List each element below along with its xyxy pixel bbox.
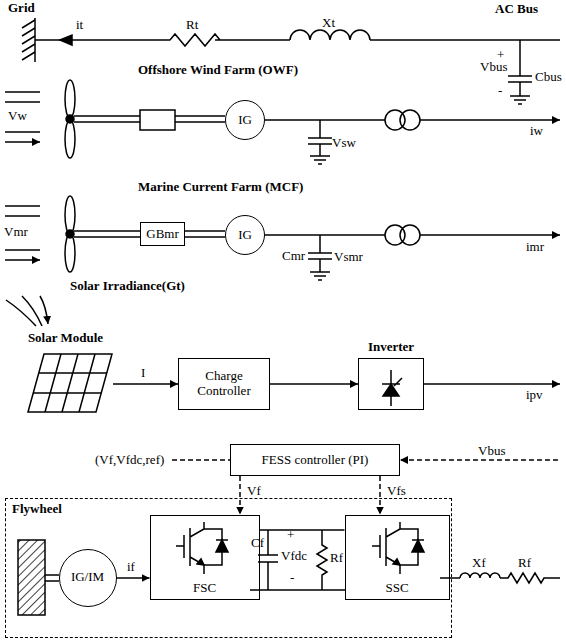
text-label: it — [76, 18, 83, 32]
connector — [379, 476, 381, 515]
text-label: Xt — [322, 16, 335, 30]
text-label: (Vf,Vfdc,ref) — [95, 453, 164, 467]
text-label: Cbus — [535, 70, 562, 84]
text-label: Vbus — [478, 444, 505, 458]
text-label: Rf — [518, 556, 531, 570]
text-label: Vbus — [480, 60, 507, 74]
machine-circle: IG — [225, 100, 265, 140]
process-box: FESS controller (PI) — [230, 444, 400, 476]
node-text: SSC — [346, 581, 449, 596]
text-label: ipv — [526, 388, 543, 402]
edge-label: I — [140, 366, 146, 380]
node-text: IG/IM — [71, 570, 104, 585]
text-label: Cmr — [282, 249, 305, 263]
text-label: Rt — [186, 18, 198, 32]
text-label: Marine Current Farm (MCF) — [138, 180, 303, 194]
node-text: FSC — [151, 581, 259, 596]
text-label: Grid — [8, 1, 35, 15]
connector — [239, 476, 241, 515]
node-text: Flywheel — [12, 502, 62, 517]
text-label: Cf — [251, 536, 264, 550]
text-label: Rf — [330, 551, 343, 565]
text-label: + — [287, 528, 294, 542]
node-text: Inverter — [329, 340, 453, 355]
text-label: - — [498, 84, 502, 98]
edge-label: if — [126, 560, 136, 574]
process-box: GBmr — [140, 222, 185, 246]
connector — [185, 231, 225, 237]
connector — [117, 577, 150, 579]
text-label: Offshore Wind Farm (OWF) — [138, 63, 298, 77]
text-label: Vsw — [332, 136, 356, 150]
dashed-enclosure: FlywheelIG/IM FSC SSC — [5, 498, 452, 638]
connector — [260, 529, 345, 531]
text-label: Solar Irradiance(Gt) — [70, 279, 185, 293]
text-label: Vsmr — [334, 250, 363, 264]
node-text: Charge Controller — [181, 369, 267, 399]
text-label: imr — [526, 240, 544, 254]
machine-circle: IG/IM — [59, 549, 117, 607]
text-label: Vfdc — [281, 549, 307, 563]
machine-circle: IG — [225, 215, 265, 255]
node-text: IG — [238, 228, 252, 243]
text-label: iw — [530, 124, 543, 138]
text-label: Xf — [472, 556, 486, 570]
node-text: GBmr — [146, 227, 179, 242]
text-label: Vw — [8, 109, 27, 123]
node-text: Solar Module — [0, 331, 143, 346]
text-label: Vmr — [4, 225, 28, 239]
process-box: Charge Controller — [178, 358, 270, 410]
text-label: - — [290, 571, 294, 585]
text-label: AC Bus — [495, 2, 538, 16]
edge-label: Vf — [246, 484, 262, 498]
converter-box: SSC — [345, 515, 450, 600]
converter-box: FSC — [150, 515, 260, 600]
node-text: IG — [238, 113, 252, 128]
connector — [270, 383, 358, 385]
solar-panel: Solar Module — [18, 350, 113, 415]
inverter-box: Inverter — [358, 358, 424, 410]
edge-label: Vfs — [386, 484, 407, 498]
node-text: FESS controller (PI) — [262, 453, 369, 468]
connector — [113, 383, 178, 385]
